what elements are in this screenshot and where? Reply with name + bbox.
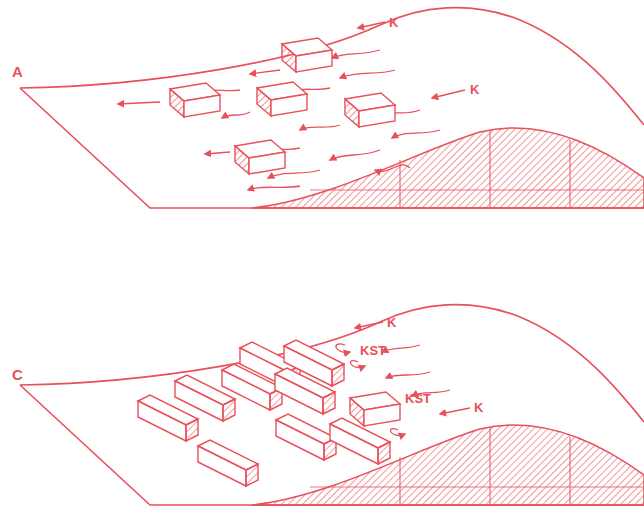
wind-label: K [474,401,483,414]
panel-letter: A [12,64,23,79]
wind-label: K [387,316,396,329]
turbulence-label: KST [405,392,431,405]
turbulence-label: KST [360,344,386,357]
wind-label: K [470,83,479,96]
wind-label: K [389,16,398,29]
panel-letter: C [12,367,23,382]
